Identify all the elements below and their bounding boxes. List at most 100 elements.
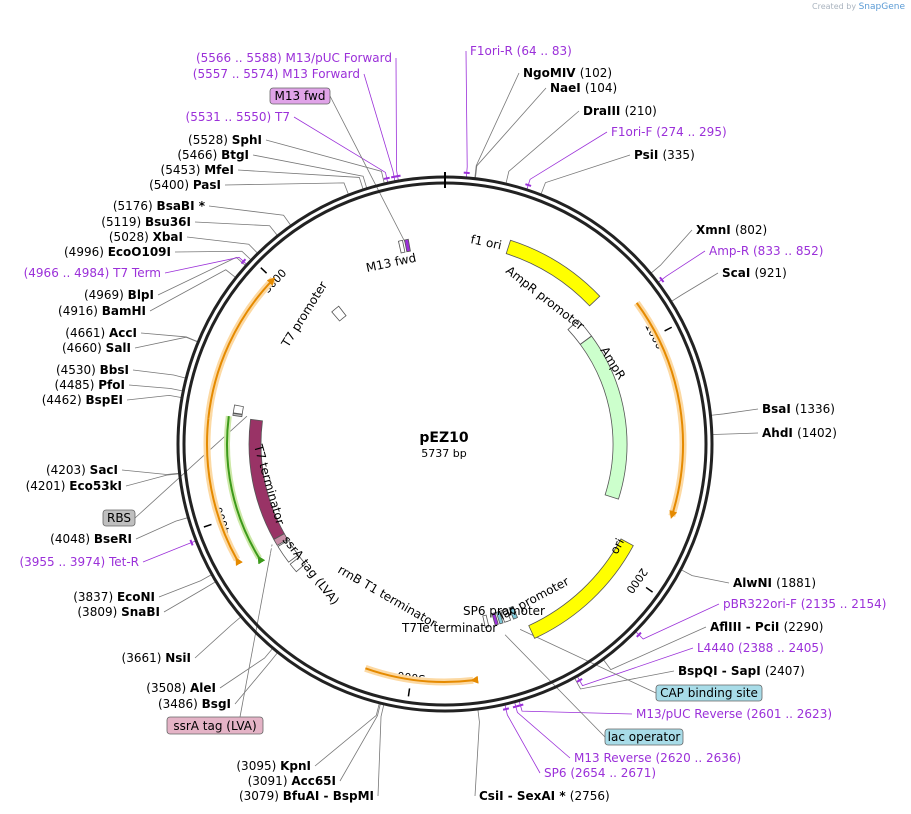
leader-EcoNI bbox=[158, 574, 212, 598]
site-draiii[interactable]: DraIII (210) bbox=[583, 104, 657, 118]
callout-lac-operator-text: lac operator bbox=[608, 730, 681, 744]
site-saci[interactable]: (4203) SacI bbox=[46, 463, 118, 477]
callout-rbs[interactable]: RBS bbox=[102, 509, 136, 527]
site-ahdi[interactable]: AhdI (1402) bbox=[762, 426, 837, 440]
site-econi[interactable]: (3837) EcoNI bbox=[73, 590, 155, 604]
feature-lac-operator[interactable] bbox=[495, 610, 504, 625]
site-bamhi[interactable]: (4916) BamHI bbox=[58, 304, 146, 318]
site-bsgi[interactable]: (3486) BsgI bbox=[158, 697, 231, 711]
feature-m13-rev[interactable] bbox=[491, 612, 499, 626]
site-ecoo109i[interactable]: (4996) EcoO109I bbox=[64, 245, 171, 259]
primer-m13-puc-forward[interactable]: (5566 .. 5588) M13/pUC Forward bbox=[196, 51, 392, 65]
site-naei[interactable]: NaeI (104) bbox=[550, 81, 617, 95]
callout-ssra[interactable]: ssrA tag (LVA) bbox=[166, 716, 264, 735]
feature-m13-fwd[interactable] bbox=[404, 238, 411, 253]
label-rrnb-t1: ssrA tag (LVA) bbox=[280, 533, 342, 607]
feature-sp6-promoter[interactable] bbox=[482, 614, 490, 629]
primer-l4440[interactable]: L4440 (2388 .. 2405) bbox=[697, 641, 824, 655]
feature-rrnb-t1[interactable] bbox=[277, 539, 299, 563]
primer-leader-T7 bbox=[293, 116, 389, 183]
feature-arcs bbox=[232, 238, 634, 639]
site-kpni[interactable]: (3095) KpnI bbox=[236, 759, 311, 773]
site-sphi[interactable]: (5528) SphI bbox=[188, 133, 262, 147]
site-sali[interactable]: (4660) SalI bbox=[62, 341, 131, 355]
feature-ampr[interactable] bbox=[579, 335, 628, 500]
primer-m13-forward[interactable]: (5557 .. 5574) M13 Forward bbox=[193, 67, 360, 81]
primer-leader-M13-pUC-Forward bbox=[395, 57, 399, 181]
site-scai[interactable]: ScaI (921) bbox=[722, 266, 787, 280]
primer-marks bbox=[189, 171, 665, 711]
site-bsabi-[interactable]: (5176) BsaBI * bbox=[113, 199, 206, 213]
primer-amp-r[interactable]: Amp-R (833 .. 852) bbox=[709, 244, 823, 258]
site-pasi[interactable]: (5400) PasI bbox=[149, 178, 221, 192]
leader-SalI bbox=[134, 336, 198, 349]
site-bbsi[interactable]: (4530) BbsI bbox=[56, 363, 129, 377]
site-acci[interactable]: (4661) AccI bbox=[65, 326, 137, 340]
leader-KpnI bbox=[314, 703, 380, 767]
primer-sp6[interactable]: SP6 (2654 .. 2671) bbox=[544, 766, 656, 780]
site-bsu36i[interactable]: (5119) Bsu36I bbox=[101, 215, 191, 229]
site-labels: NgoMIV (102)NaeI (104) DraIII (210) PsiI (… bbox=[19, 44, 886, 803]
site-snabi[interactable]: (3809) SnaBI bbox=[77, 605, 160, 619]
site-csii-sexai-[interactable]: CsiI - SexAI * (2756) bbox=[479, 789, 610, 803]
site-xbai[interactable]: (5028) XbaI bbox=[109, 230, 183, 244]
callout-cap-text: CAP binding site bbox=[660, 686, 758, 700]
site-bsai[interactable]: BsaI (1336) bbox=[762, 402, 835, 416]
site-ngomiv[interactable]: NgoMIV (102) bbox=[523, 66, 612, 80]
tick-1000 bbox=[664, 326, 673, 332]
feature-ori[interactable] bbox=[528, 538, 634, 639]
site-eco53ki[interactable]: (4201) Eco53kI bbox=[26, 479, 122, 493]
primer-leader-F1ori-F bbox=[526, 131, 608, 189]
primer-t7-term[interactable]: (4966 .. 4984) T7 Term bbox=[24, 266, 161, 280]
site-blpi[interactable]: (4969) BlpI bbox=[84, 288, 154, 302]
feature-cap-site[interactable] bbox=[508, 605, 519, 620]
site-alwni[interactable]: AlwNI (1881) bbox=[733, 576, 816, 590]
tetr-orf bbox=[226, 415, 266, 565]
leader-Bsu36I bbox=[194, 221, 278, 236]
leader-SnaBI bbox=[163, 581, 216, 613]
feature-f1-ori[interactable] bbox=[505, 239, 601, 307]
feature-bba[interactable] bbox=[232, 404, 244, 415]
feature-rbs[interactable] bbox=[232, 412, 243, 418]
primer-f1ori-f[interactable]: F1ori-F (274 .. 295) bbox=[611, 125, 727, 139]
label-m13-rev: SP6 promoter bbox=[463, 604, 545, 618]
site-alei[interactable]: (3508) AleI bbox=[146, 681, 216, 695]
leader-AhdI bbox=[712, 432, 759, 435]
site-bspqi-sapi[interactable]: BspQI - SapI (2407) bbox=[678, 664, 805, 678]
feature-t7te[interactable] bbox=[289, 556, 306, 573]
primer-mark-Amp-R bbox=[659, 276, 665, 283]
callout-cap[interactable]: CAP binding site bbox=[655, 684, 763, 702]
leader-PsiI bbox=[540, 154, 631, 194]
primer-mark-SP6 bbox=[502, 707, 510, 711]
site-bseri[interactable]: (4048) BseRI bbox=[50, 532, 132, 546]
feature-t7-terminator[interactable] bbox=[331, 305, 347, 322]
feature-tetr[interactable] bbox=[248, 418, 285, 540]
primer-f1ori-r[interactable]: F1ori-R (64 .. 83) bbox=[470, 44, 572, 58]
primer-t7[interactable]: (5531 .. 5550) T7 bbox=[186, 110, 290, 124]
orf-tetr bbox=[206, 413, 243, 567]
site-mfei[interactable]: (5453) MfeI bbox=[161, 163, 234, 177]
primer-m13-puc-reverse[interactable]: M13/pUC Reverse (2601 .. 2623) bbox=[636, 707, 832, 721]
leader-BsgI bbox=[234, 652, 278, 705]
leader-BspQI-SapI bbox=[574, 670, 675, 690]
feature-lac-promoter[interactable] bbox=[500, 608, 512, 623]
site-bfuai-bspmi[interactable]: (3079) BfuAI - BspMI bbox=[239, 789, 374, 803]
site-afliii-pcii[interactable]: AflIII - PciI (2290) bbox=[710, 620, 823, 634]
primer-tet-r[interactable]: (3955 .. 3974) Tet-R bbox=[19, 555, 139, 569]
site-bspei[interactable]: (4462) BspEI bbox=[42, 393, 123, 407]
orf-left bbox=[207, 277, 276, 419]
leader-Eco53kI bbox=[125, 473, 179, 487]
primer-m13-reverse[interactable]: M13 Reverse (2620 .. 2636) bbox=[574, 751, 741, 765]
callout-m13-fwd[interactable]: M13 fwd bbox=[269, 87, 331, 105]
feature-t7-promoter[interactable] bbox=[397, 239, 406, 254]
site-xmni[interactable]: XmnI (802) bbox=[696, 223, 767, 237]
site-pfoi[interactable]: (4485) PfoI bbox=[55, 378, 125, 392]
site-acc65i[interactable]: (3091) Acc65I bbox=[248, 774, 336, 788]
site-btgi[interactable]: (5466) BtgI bbox=[177, 148, 249, 162]
callout-lac-operator[interactable]: lac operator bbox=[604, 728, 684, 746]
primer-pbr322ori-f[interactable]: pBR322ori-F (2135 .. 2154) bbox=[723, 597, 886, 611]
credit-prefix: Created by bbox=[812, 2, 857, 11]
leader-BseRI bbox=[135, 517, 188, 540]
site-nsii[interactable]: (3661) NsiI bbox=[122, 651, 191, 665]
site-psii[interactable]: PsiI (335) bbox=[634, 148, 695, 162]
